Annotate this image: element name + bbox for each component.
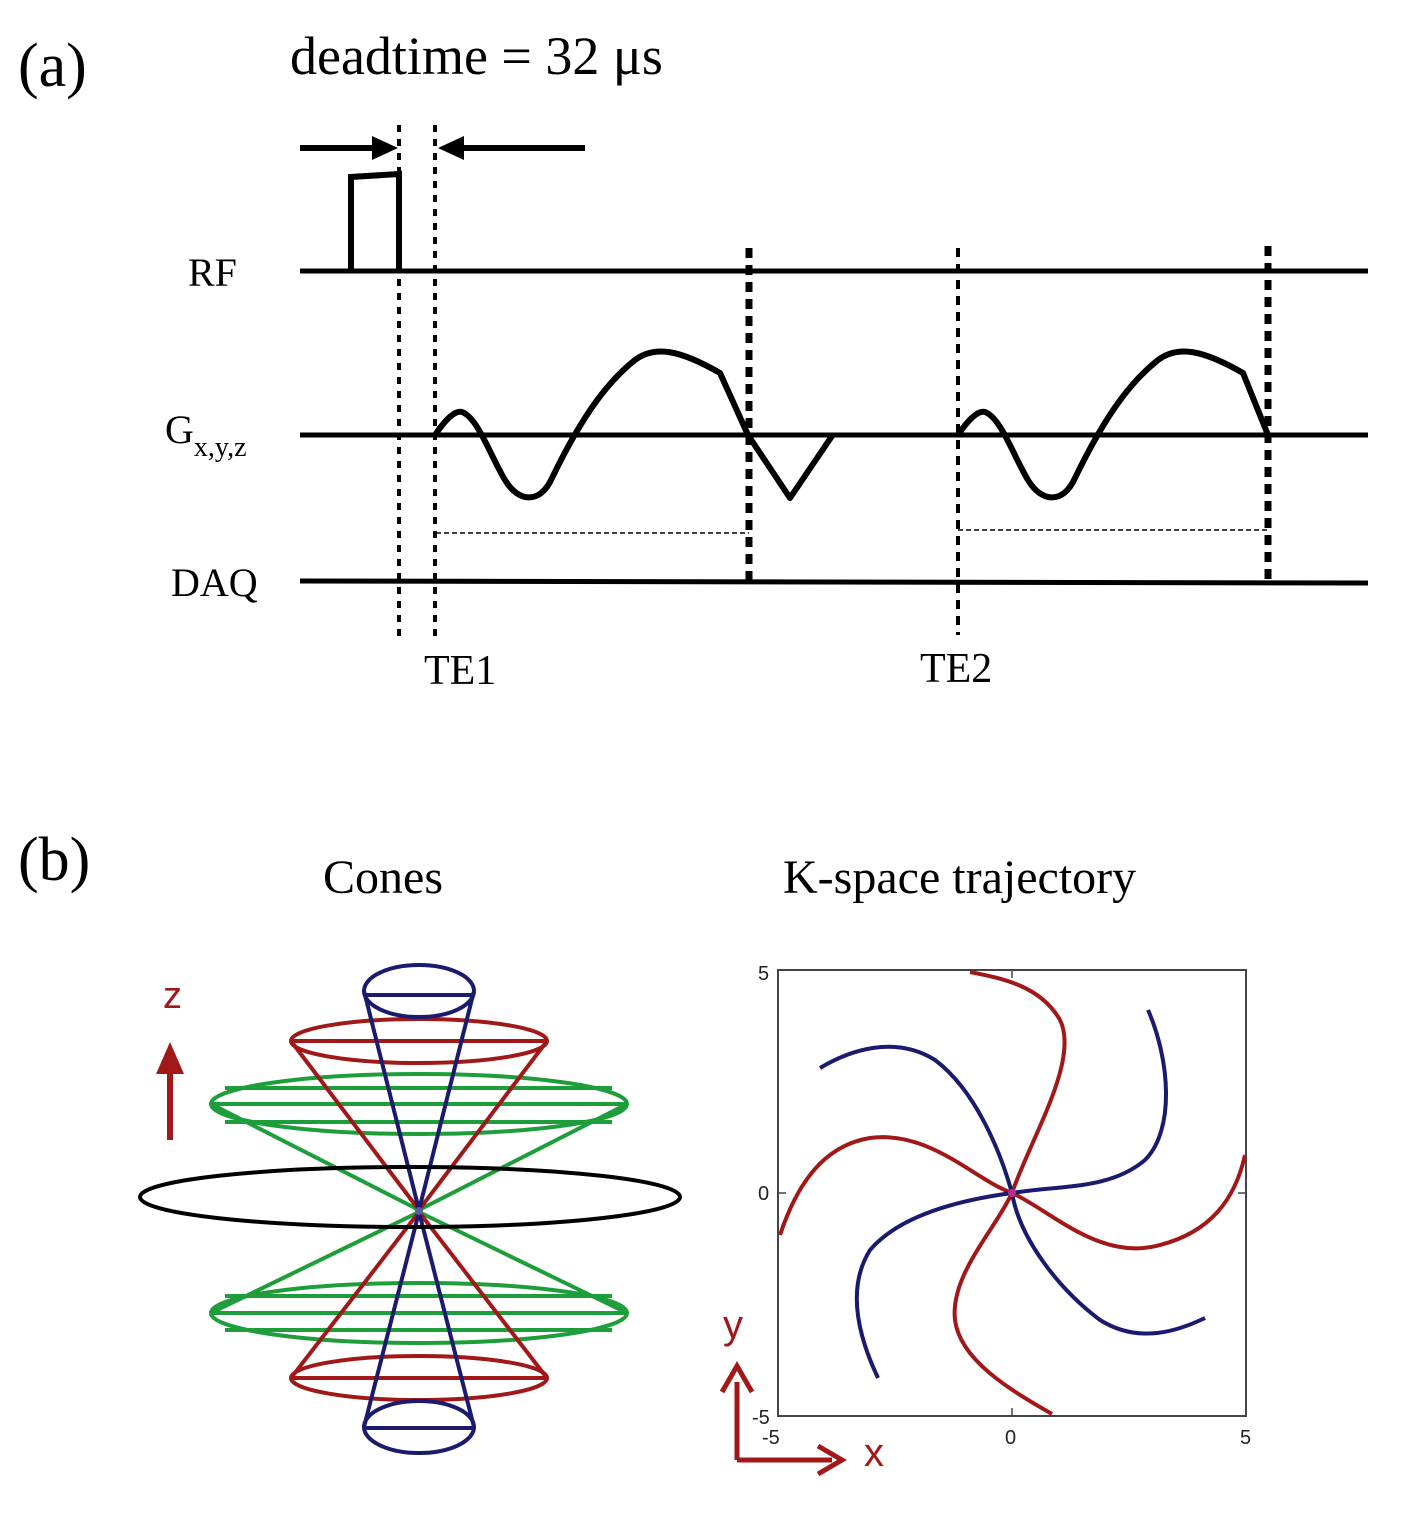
rf-pulse bbox=[348, 170, 402, 271]
z-axis-arrow bbox=[156, 1042, 184, 1140]
kspace-x-label: x bbox=[864, 1431, 884, 1475]
cones-title: Cones bbox=[323, 851, 443, 904]
kspace-title: K-space trajectory bbox=[783, 851, 1136, 904]
kspace-plot: 5 0 -5 -5 0 5 bbox=[752, 963, 1251, 1449]
te2-label: TE2 bbox=[920, 646, 992, 692]
kspace-axis-arrows bbox=[719, 1360, 847, 1477]
gradient-label: Gx,y,z bbox=[165, 407, 247, 463]
kspace-y-label: y bbox=[723, 1303, 743, 1347]
cones-diagram bbox=[138, 963, 682, 1455]
red-spoke-3 bbox=[952, 1192, 1053, 1416]
daq-windows bbox=[436, 529, 1268, 534]
y-tick-max: 5 bbox=[758, 963, 769, 985]
cone-apex bbox=[415, 1207, 423, 1215]
kspace-ticks bbox=[778, 970, 1246, 1416]
deadtime-arrows bbox=[300, 136, 585, 160]
blue-spoke-1 bbox=[1011, 1009, 1168, 1195]
y-tick-min: -5 bbox=[752, 1407, 770, 1429]
rf-label: RF bbox=[188, 250, 237, 295]
x-tick-max: 5 bbox=[1240, 1427, 1251, 1449]
x-tick-min: -5 bbox=[762, 1427, 780, 1449]
equatorial-disk bbox=[138, 1165, 682, 1229]
blue-spoke-2 bbox=[1010, 1192, 1206, 1336]
baselines bbox=[299, 268, 1369, 586]
gradient-waveform-2 bbox=[955, 348, 1271, 501]
red-spoke-1 bbox=[969, 970, 1067, 1194]
x-tick-mid: 0 bbox=[1005, 1427, 1016, 1449]
blue-spoke-4 bbox=[818, 1044, 1014, 1194]
te1-label: TE1 bbox=[424, 648, 496, 694]
cones-z-label: z bbox=[163, 975, 182, 1017]
blue-spoke-3 bbox=[854, 1191, 1013, 1379]
blue-cones bbox=[362, 963, 476, 1455]
kspace-spokes bbox=[778, 970, 1247, 1416]
green-cones bbox=[209, 1072, 629, 1345]
panel-a-label: (a) bbox=[18, 32, 87, 100]
y-tick-mid: 0 bbox=[758, 1183, 769, 1205]
red-spoke-2 bbox=[1011, 1154, 1247, 1251]
gradient-label-sub: x,y,z bbox=[194, 432, 247, 463]
kspace-center bbox=[1008, 1189, 1016, 1197]
red-spoke-4 bbox=[778, 1135, 1013, 1236]
gradient-waveform-1 bbox=[432, 348, 835, 501]
deadtime-label: deadtime = 32 μs bbox=[290, 26, 663, 86]
daq-label: DAQ bbox=[171, 560, 258, 605]
gradient-label-main: G bbox=[165, 407, 194, 452]
panel-b-label: (b) bbox=[18, 826, 90, 894]
